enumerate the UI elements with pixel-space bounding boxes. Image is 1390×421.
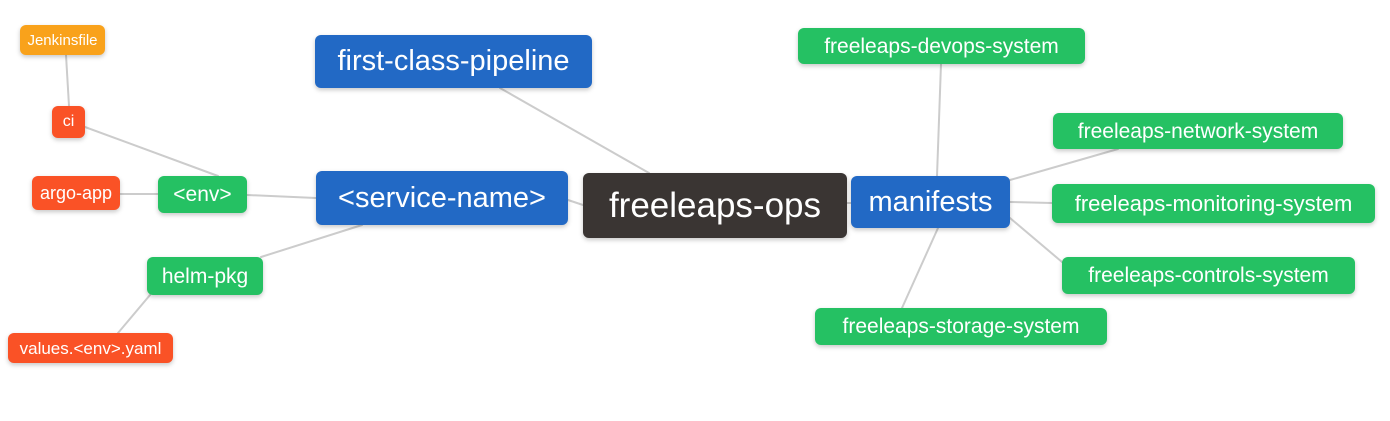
- edge-env-service-name: [246, 194, 317, 199]
- node-freeleaps-monitoring-system[interactable]: freeleaps-monitoring-system: [1052, 184, 1375, 223]
- node-ci[interactable]: ci: [52, 106, 85, 138]
- edge-service-name-freeleaps-ops: [567, 199, 584, 206]
- node-helm-pkg[interactable]: helm-pkg: [147, 257, 263, 295]
- edge-helm-pkg-values-env-yaml: [117, 294, 151, 334]
- edge-manifests-devops-system: [936, 63, 942, 177]
- node-freeleaps-storage-system[interactable]: freeleaps-storage-system: [815, 308, 1107, 345]
- node-jenkinsfile[interactable]: Jenkinsfile: [20, 25, 105, 55]
- node-argo-app[interactable]: argo-app: [32, 176, 120, 210]
- edge-ci-env: [84, 126, 219, 177]
- edge-manifests-storage-system: [901, 227, 939, 309]
- node-freeleaps-network-system[interactable]: freeleaps-network-system: [1053, 113, 1343, 149]
- node-freeleaps-ops-root[interactable]: freeleaps-ops: [583, 173, 847, 238]
- edge-manifests-network-system: [1009, 148, 1119, 181]
- edge-manifests-controls-system: [1009, 217, 1063, 263]
- node-freeleaps-devops-system[interactable]: freeleaps-devops-system: [798, 28, 1085, 64]
- edge-service-name-helm-pkg: [260, 224, 363, 258]
- edge-manifests-monitoring-system: [1009, 201, 1053, 204]
- edge-jenkinsfile-ci: [65, 54, 70, 107]
- edge-first-class-pipeline-freeleaps-ops: [499, 87, 650, 174]
- node-values-env-yaml[interactable]: values.<env>.yaml: [8, 333, 173, 363]
- node-first-class-pipeline[interactable]: first-class-pipeline: [315, 35, 592, 88]
- node-manifests[interactable]: manifests: [851, 176, 1010, 228]
- node-env[interactable]: <env>: [158, 176, 247, 213]
- node-service-name[interactable]: <service-name>: [316, 171, 568, 225]
- node-freeleaps-controls-system[interactable]: freeleaps-controls-system: [1062, 257, 1355, 294]
